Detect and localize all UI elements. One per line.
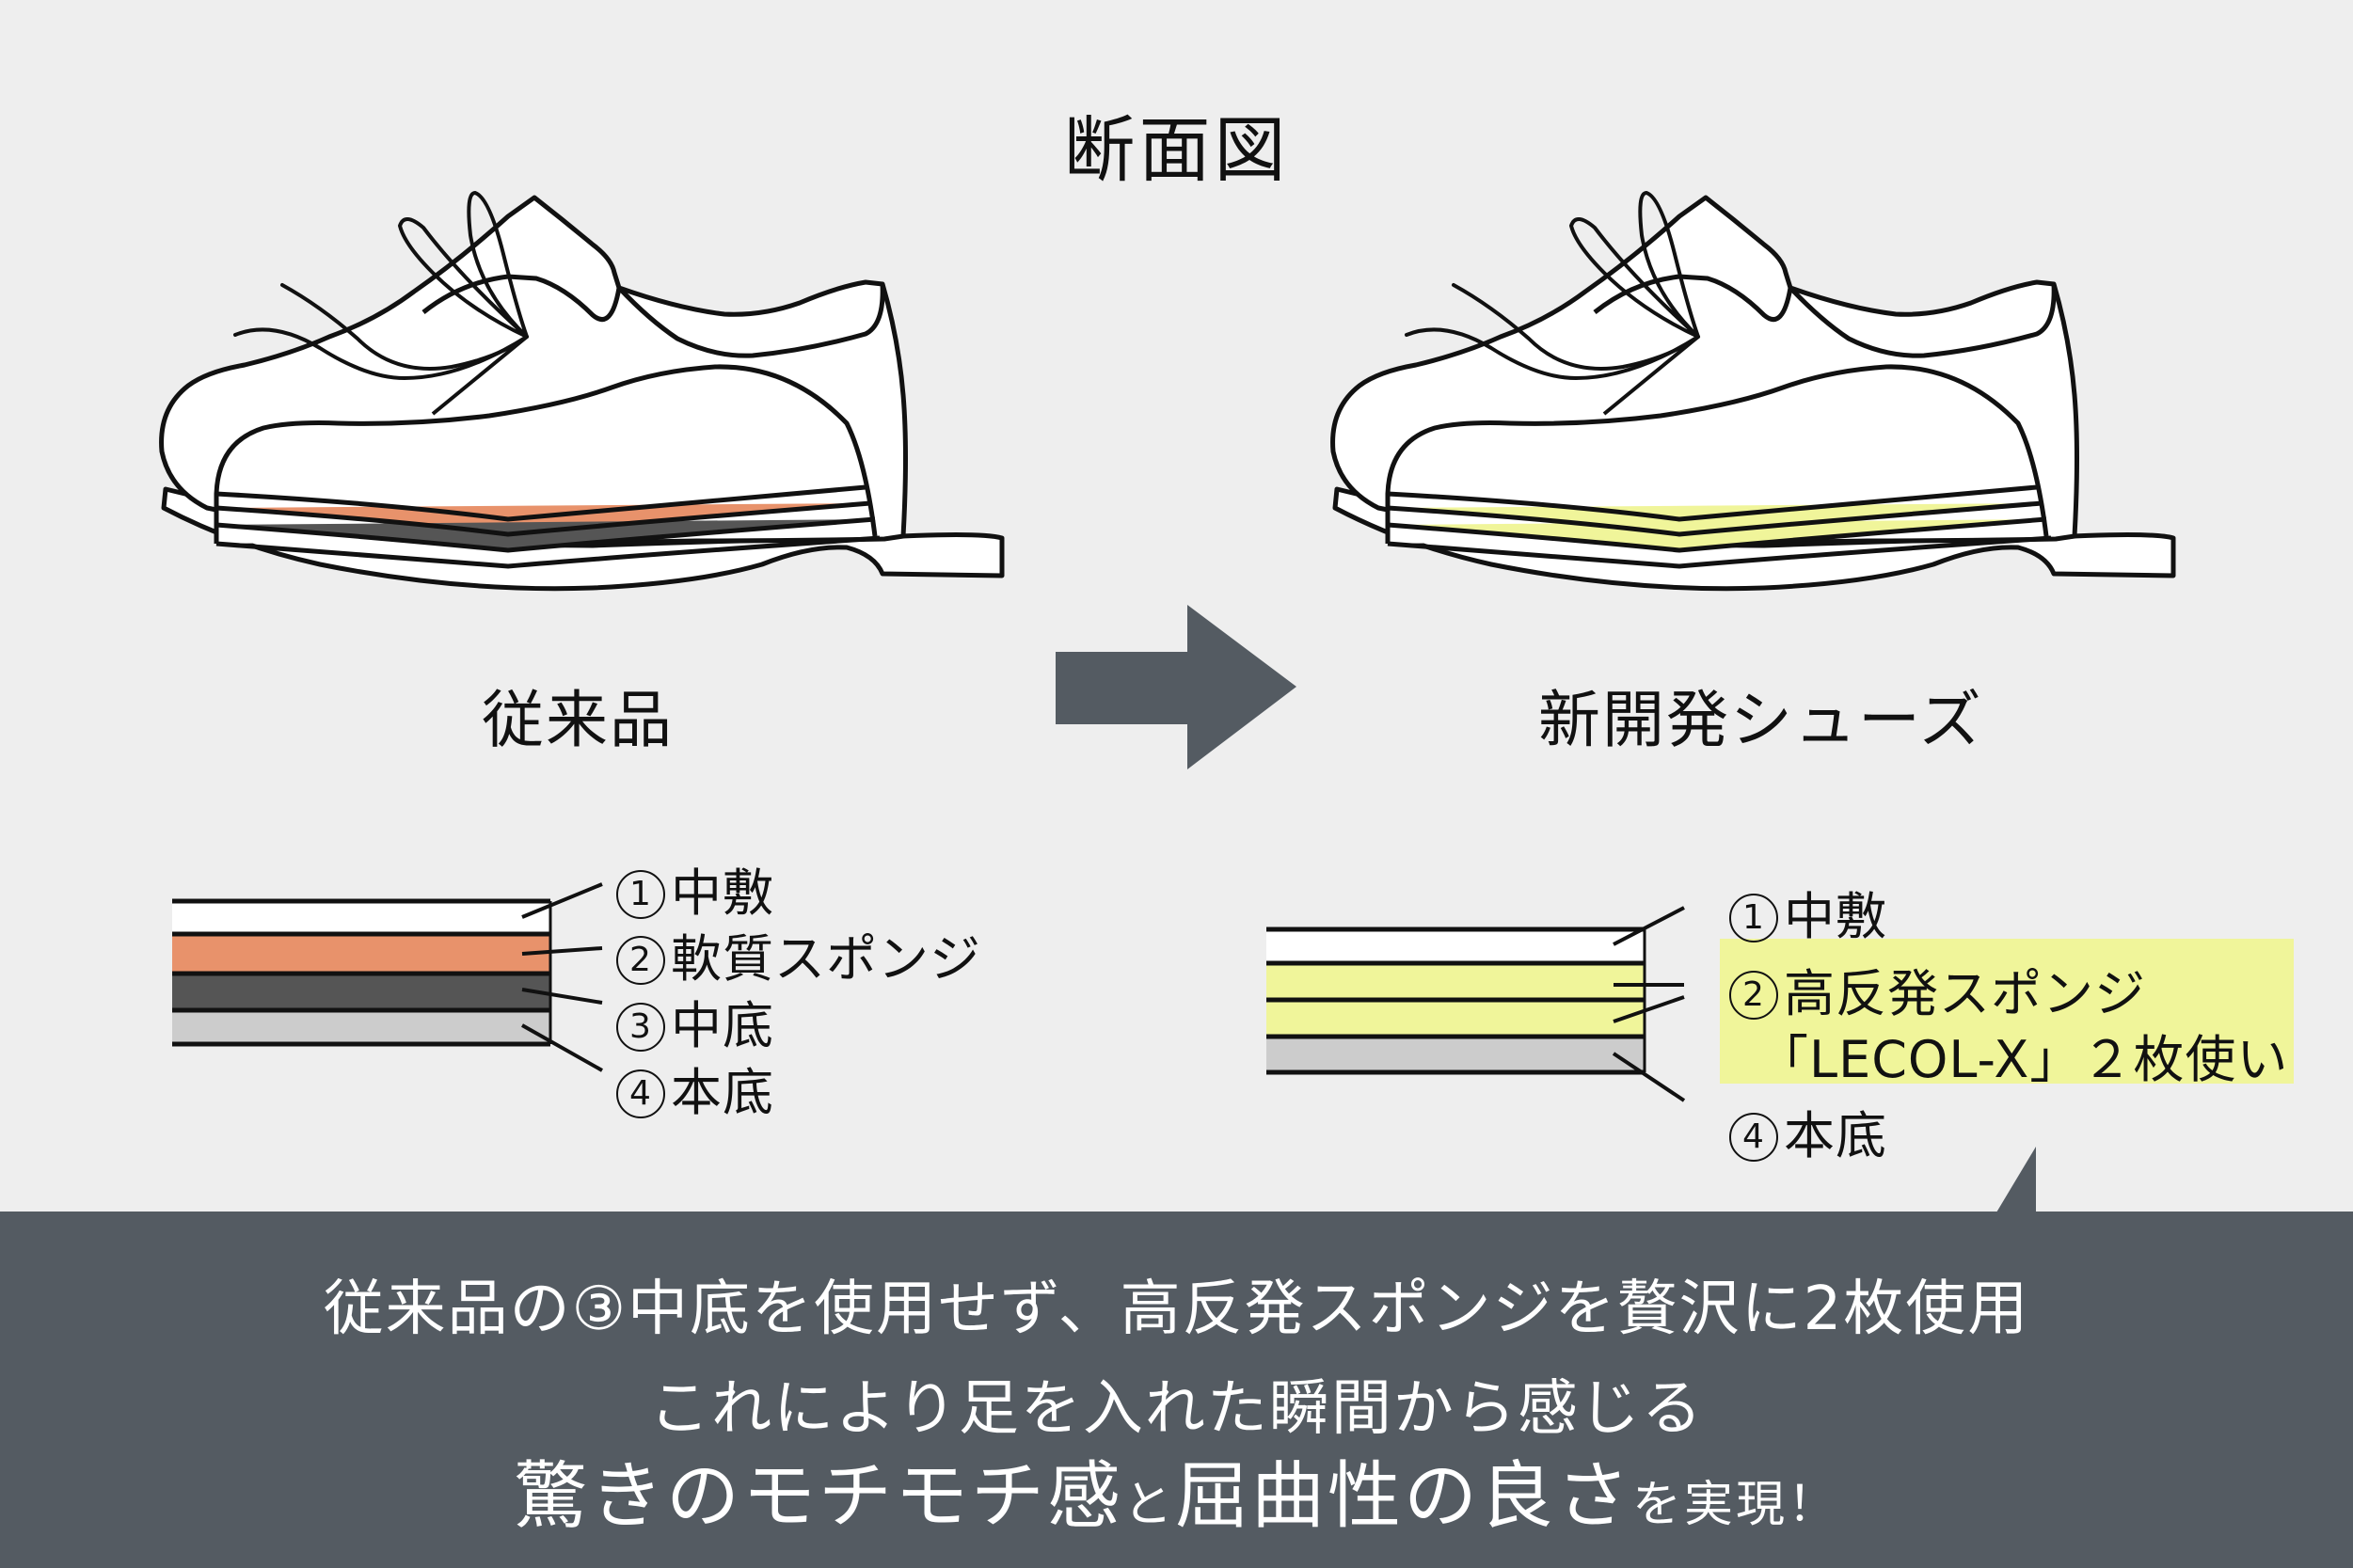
highlight-phrase-flexibility: 屈曲性の良さ: [1175, 1454, 1633, 1539]
lace-strand: [233, 327, 529, 381]
summary-line-1: 従来品の③中底を使用せず、高反発スポンジを贅沢に2枚使用: [323, 1275, 2030, 1344]
connector-to: と: [1122, 1477, 1175, 1533]
label-text: 高反発スポンジ: [1784, 964, 2146, 1023]
tongue-line: [1593, 274, 1793, 323]
sole-layer-line: [215, 516, 876, 553]
sole-layer-line: [1387, 484, 2038, 522]
number-badge: 4: [1729, 1113, 1778, 1162]
label-text: 軟質スポンジ: [671, 929, 981, 989]
number-badge: 1: [1729, 894, 1778, 942]
summary-line-2: これにより足を入れた瞬間から感じる: [649, 1374, 1704, 1444]
label-text: 本底: [671, 1063, 774, 1122]
lace-loop: [1638, 190, 1700, 339]
number-badge: 4: [616, 1069, 665, 1118]
leader-line: [521, 946, 603, 956]
label-text: 中敷: [1784, 887, 1887, 946]
label-text: 中敷: [671, 863, 774, 923]
sole-layer-band: [216, 487, 866, 519]
number-badge: 3: [616, 1003, 665, 1052]
sole-layer-line: [1387, 535, 2052, 569]
sole-layer-band: [216, 503, 870, 534]
highlight-box: [1720, 939, 2294, 1084]
new-shoe-label: 新開発シューズ: [1538, 684, 1983, 756]
label-text: 中底: [671, 996, 774, 1055]
right-arrow-icon: [1056, 605, 1296, 769]
layer-3: [1266, 1000, 1645, 1037]
sole-layer-band: [1388, 519, 2046, 550]
layer-2: [1266, 963, 1645, 1000]
new-layer-stack: [1266, 906, 1686, 1102]
sole-outline: [1332, 486, 2176, 592]
conventional-shoe-illustration: [159, 190, 1005, 592]
leader-line: [1613, 995, 1685, 1023]
sole-layer-band: [1388, 503, 2042, 534]
lace-strand: [431, 335, 529, 416]
lace-strand: [1405, 327, 1700, 381]
highlight-phrase-mochimochi: 驚きのモチモチ感: [513, 1454, 1123, 1539]
layer-1: [1266, 929, 1645, 963]
collar-line: [1789, 283, 2057, 358]
ending-phrase: を実現！: [1632, 1477, 1840, 1533]
summary-panel: [0, 1212, 2353, 1568]
lace-loop: [467, 190, 529, 339]
sole-layer-line: [1387, 516, 2047, 553]
number-badge: 2: [616, 936, 665, 985]
lace-strand: [1602, 335, 1700, 416]
leader-line: [1612, 1052, 1686, 1102]
lace-loop: [397, 217, 529, 339]
label-lecol-note: 「LECOL-X」２枚使い: [1757, 1030, 2289, 1089]
leader-line: [521, 988, 603, 1005]
summary-line-3: 驚きのモチモチ感と屈曲性の良さを実現！: [0, 1437, 2353, 1543]
sole-outline: [161, 486, 1005, 592]
layer-2: [172, 934, 550, 974]
sole-layer-band: [1388, 487, 2037, 519]
leader-line: [521, 1023, 603, 1072]
conventional-label: 従来品: [482, 684, 674, 756]
lace-loop: [1568, 217, 1700, 339]
sole-layer-line: [215, 535, 881, 569]
layer-3: [172, 974, 550, 1010]
collar-line: [617, 283, 885, 358]
tongue-line: [421, 274, 622, 323]
sole-layer-line: [215, 500, 871, 537]
number-badge: 2: [1729, 971, 1778, 1020]
new-shoe-illustration: [1330, 190, 2176, 592]
sole-layer-line: [1387, 500, 2043, 537]
diagram-title: 断面図: [1063, 108, 1290, 192]
lace-strand: [280, 283, 529, 371]
sole-layer-line: [215, 484, 866, 522]
lace-strand: [1452, 283, 1700, 371]
layer-4: [1266, 1037, 1645, 1072]
leader-line: [521, 882, 603, 919]
speech-tail-shape: [1996, 1147, 2036, 1212]
layer-4: [172, 1010, 550, 1044]
label-text: 本底: [1784, 1106, 1887, 1165]
conventional-layer-stack: [172, 882, 603, 1072]
layer-1: [172, 901, 550, 934]
sole-layer-band: [216, 519, 875, 550]
number-badge: 1: [616, 870, 665, 919]
leader-line: [1613, 906, 1685, 946]
